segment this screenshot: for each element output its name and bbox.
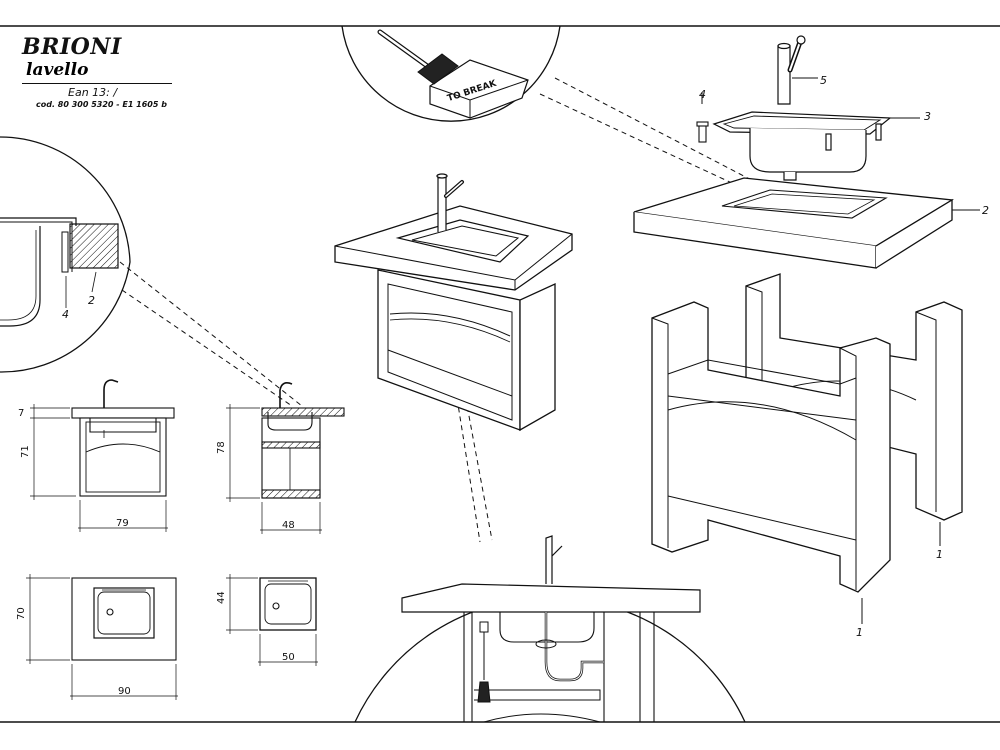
- dim-front-body: 71: [20, 445, 31, 458]
- part-5-faucet: [777, 35, 818, 105]
- dim-front-top: 7: [18, 408, 24, 419]
- product-title: BRIONI lavello: [22, 34, 182, 80]
- rim-section-detail: 4 2: [0, 136, 131, 373]
- detail-label-2: 2: [88, 294, 95, 307]
- part-2-countertop: [633, 177, 980, 269]
- front-elevation: [30, 379, 175, 532]
- dim-side-depth: 48: [282, 520, 295, 531]
- product-type: lavello: [26, 60, 89, 80]
- top-plan: [26, 574, 178, 700]
- side-section: [226, 382, 345, 534]
- detail-label-4: 4: [62, 308, 69, 321]
- part-1-frames: [651, 273, 963, 624]
- part-label-2: 2: [982, 204, 989, 217]
- part-4-clips: [696, 92, 709, 143]
- page-frame: [0, 25, 1000, 723]
- basin-plan: [226, 574, 318, 666]
- dim-front-width: 79: [116, 518, 129, 529]
- dim-top-width: 90: [118, 686, 131, 697]
- ean-code: Ean 13: /: [68, 86, 118, 99]
- part-label-1-back: 1: [936, 548, 943, 561]
- dim-basin-depth: 44: [216, 591, 227, 604]
- dim-side-height: 78: [216, 441, 227, 454]
- title-rule: [22, 83, 172, 84]
- dim-basin-width: 50: [282, 652, 295, 663]
- part-3-sink-bowl: [712, 111, 920, 181]
- part-label-1-front: 1: [856, 626, 863, 639]
- article-code: cod. 80 300 5320 - E1 1605 b: [36, 100, 167, 109]
- dim-top-depth: 70: [16, 607, 27, 620]
- title-block: BRIONI lavello Ean 13: / cod. 80 300 532…: [22, 34, 182, 109]
- break-tab-callout: TO BREAK: [341, 25, 561, 122]
- assembled-unit-view: [334, 173, 573, 432]
- part-label-3: 3: [924, 110, 931, 123]
- product-name: BRIONI: [22, 34, 122, 60]
- part-label-4: 4: [699, 88, 706, 101]
- part-label-5: 5: [820, 74, 827, 87]
- plumbing-detail: [354, 535, 746, 723]
